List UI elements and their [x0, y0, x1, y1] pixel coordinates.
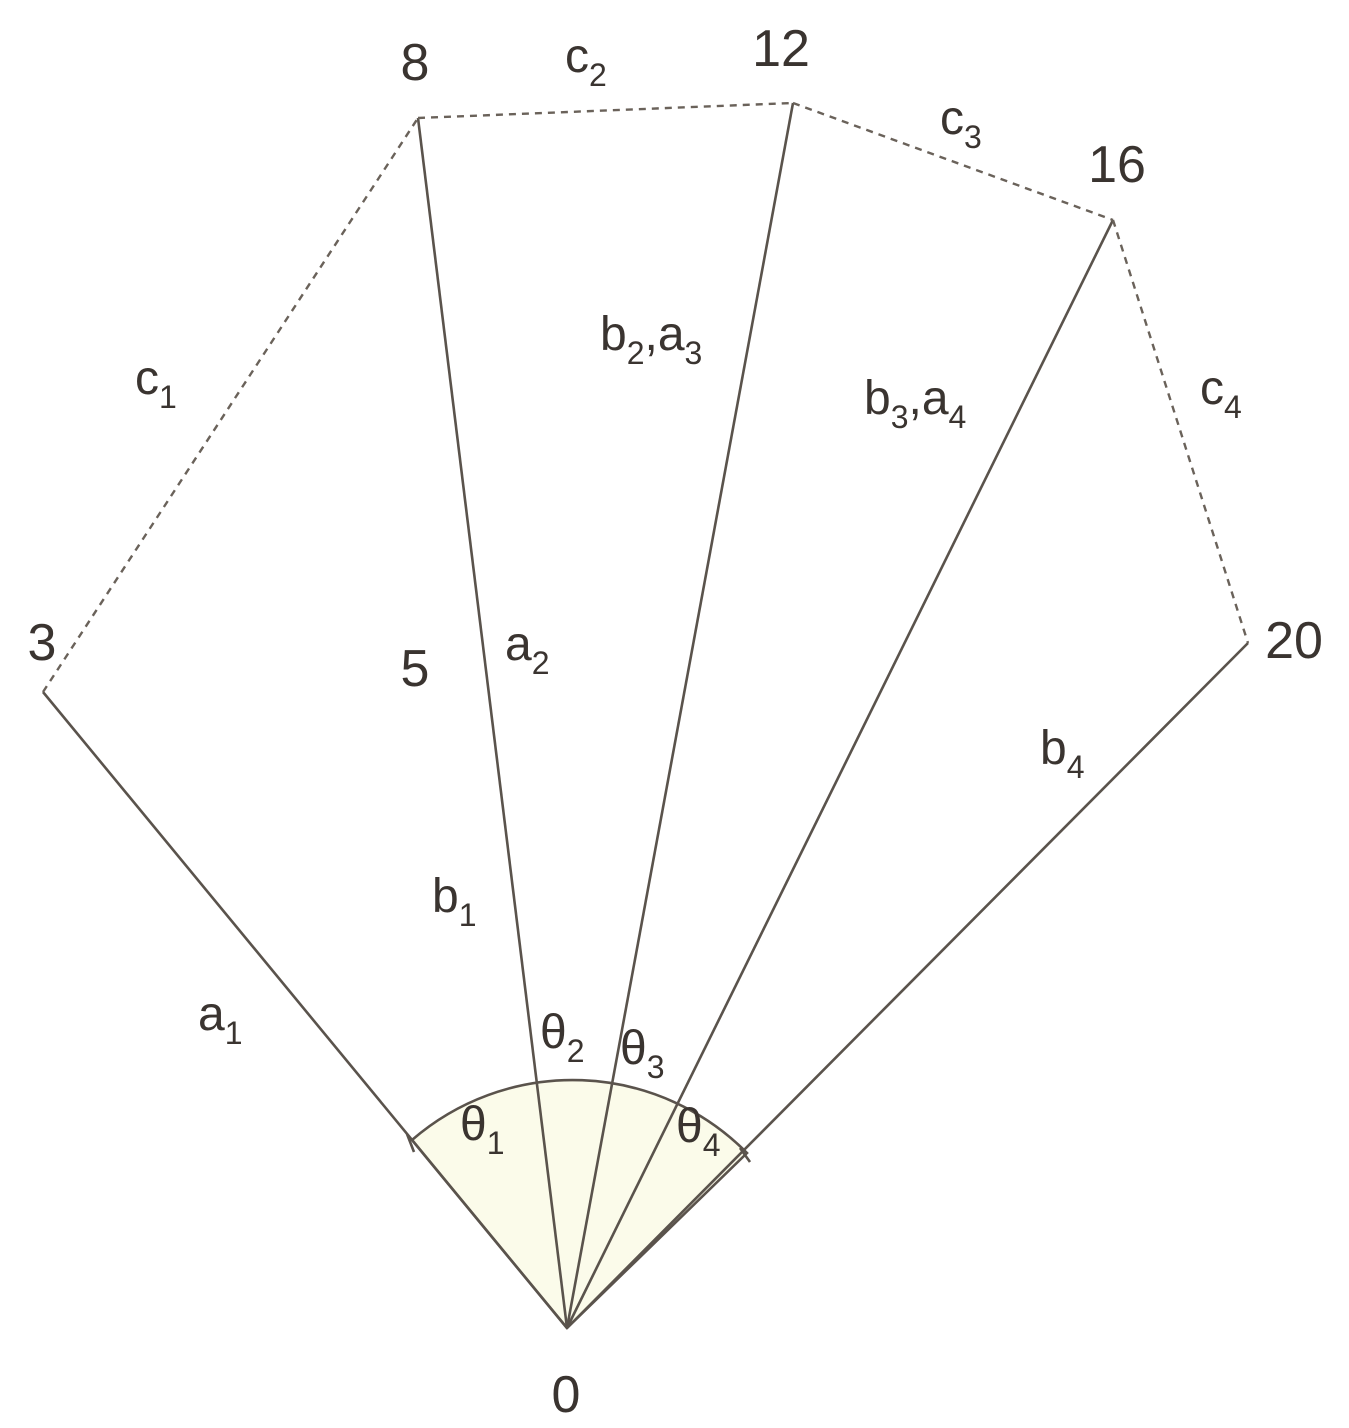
edge-8-12 — [417, 101, 794, 120]
tick-right — [738, 1147, 752, 1163]
edge-0-16 — [565, 219, 1115, 1329]
edge-12-16 — [792, 101, 1114, 222]
edge-label-b2-a3: b2,a3 — [600, 308, 702, 371]
node-label-20: 20 — [1265, 612, 1323, 670]
node-label-5: 5 — [401, 640, 430, 698]
edge-label-c2: c2 — [565, 30, 607, 93]
edge-0-12 — [565, 102, 795, 1329]
tick-left — [405, 1133, 416, 1153]
edge-16-20 — [1111, 219, 1250, 644]
edge-0-20 — [566, 642, 1249, 1329]
node-label-16: 16 — [1088, 136, 1146, 194]
angle-label-theta3: θ3 — [620, 1022, 665, 1085]
edge-label-b4: b4 — [1040, 722, 1085, 785]
node-label-0: 0 — [552, 1366, 581, 1424]
edge-3-8 — [41, 117, 420, 693]
angle-label-theta4: θ4 — [676, 1100, 721, 1163]
node-label-12: 12 — [752, 20, 810, 78]
angle-label-theta2: θ2 — [540, 1006, 585, 1069]
edge-0-3 — [41, 691, 569, 1329]
edge-label-c3: c3 — [940, 92, 982, 155]
edge-0-8 — [416, 117, 569, 1329]
edge-label-b3-a4: b3,a4 — [864, 372, 966, 435]
edge-label-a2: a2 — [505, 618, 550, 681]
angle-label-theta1: θ1 — [460, 1098, 505, 1161]
edge-label-c1: c1 — [135, 352, 177, 415]
edge-label-b1: b1 — [432, 870, 477, 933]
angle-sector — [410, 1078, 749, 1330]
node-label-3: 3 — [28, 614, 57, 672]
edge-label-a1: a1 — [198, 988, 243, 1051]
edge-label-c4: c4 — [1200, 362, 1242, 425]
node-label-8: 8 — [401, 34, 430, 92]
